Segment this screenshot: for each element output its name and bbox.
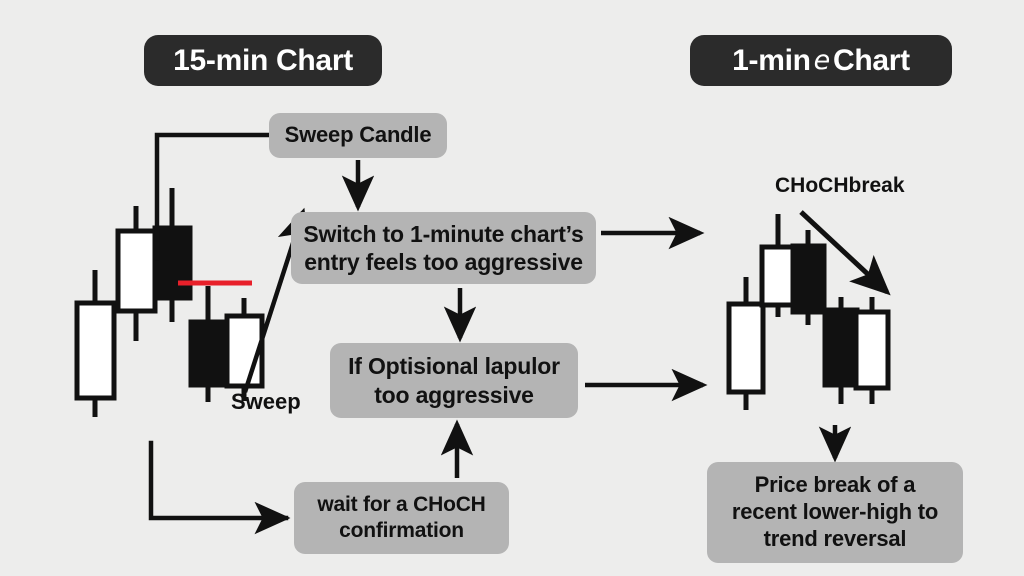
title-pill-left-chart: 15-min Chart bbox=[144, 35, 382, 86]
box-wait-text: wait for a CHoCH confirmation bbox=[317, 492, 486, 543]
candle-left-3-sweep bbox=[152, 188, 193, 322]
connector-left-chart-to-wait bbox=[148, 440, 291, 535]
title-right-text-alt: e bbox=[813, 45, 831, 76]
box-wait-for-choch[interactable]: wait for a CHoCH confirmation bbox=[294, 482, 509, 554]
label-chochbreak: CHoCHbreak bbox=[775, 174, 905, 197]
box-wait-line1: wait for a CHoCH bbox=[317, 493, 486, 517]
box-price-break-line2: recent lower-high to bbox=[731, 499, 939, 525]
box-wait-line2: confirmation bbox=[339, 519, 464, 542]
candle-left-4 bbox=[188, 286, 229, 402]
box-switch-line1: Switch to 1-minute chart’s bbox=[303, 220, 584, 247]
box-optional-line1: If Optisional lapulor bbox=[348, 353, 560, 380]
box-price-break-line1: Price break of a bbox=[754, 472, 916, 498]
box-price-break[interactable]: Price break of a recent lower-high to tr… bbox=[707, 462, 963, 563]
candle-right-5 bbox=[853, 297, 891, 404]
right-candlestick-chart bbox=[726, 214, 891, 410]
candle-left-2 bbox=[115, 206, 158, 341]
label-sweep: Sweep bbox=[231, 389, 301, 414]
candle-right-2 bbox=[759, 214, 798, 317]
title-pill-right-chart: 1-min e Chart bbox=[690, 35, 952, 86]
box-price-break-line3: trend reversal bbox=[763, 525, 907, 551]
connector-sweep-candle-to-candle bbox=[154, 132, 272, 261]
box-optional-aggressive[interactable]: If Optisional lapulor too aggressive bbox=[330, 343, 578, 418]
box-optional-line2: too aggressive bbox=[374, 381, 534, 408]
connector-chochbreak-arrow bbox=[799, 210, 891, 296]
candle-right-4 bbox=[822, 297, 860, 404]
box-sweep-candle[interactable]: Sweep Candle bbox=[269, 113, 447, 158]
left-candlestick-chart bbox=[74, 188, 265, 417]
title-right-text-after: Chart bbox=[832, 43, 910, 77]
title-right-text-before: 1-min bbox=[732, 43, 811, 77]
candle-left-1 bbox=[74, 270, 117, 417]
box-switch-text: Switch to 1-minute chart’s entry feels t… bbox=[303, 220, 583, 276]
candle-right-3 bbox=[790, 230, 827, 325]
box-optional-text: If Optisional lapulor too aggressive bbox=[348, 352, 560, 408]
box-switch-line2: entry feels too aggressive bbox=[304, 249, 583, 275]
box-sweep-candle-label: Sweep Candle bbox=[284, 122, 432, 148]
box-price-break-text: Price break of a recent lower-high to tr… bbox=[732, 472, 938, 552]
candle-right-1 bbox=[726, 277, 766, 410]
box-switch-to-1-minute[interactable]: Switch to 1-minute chart’s entry feels t… bbox=[291, 212, 596, 284]
title-left-text: 15-min Chart bbox=[173, 43, 353, 77]
